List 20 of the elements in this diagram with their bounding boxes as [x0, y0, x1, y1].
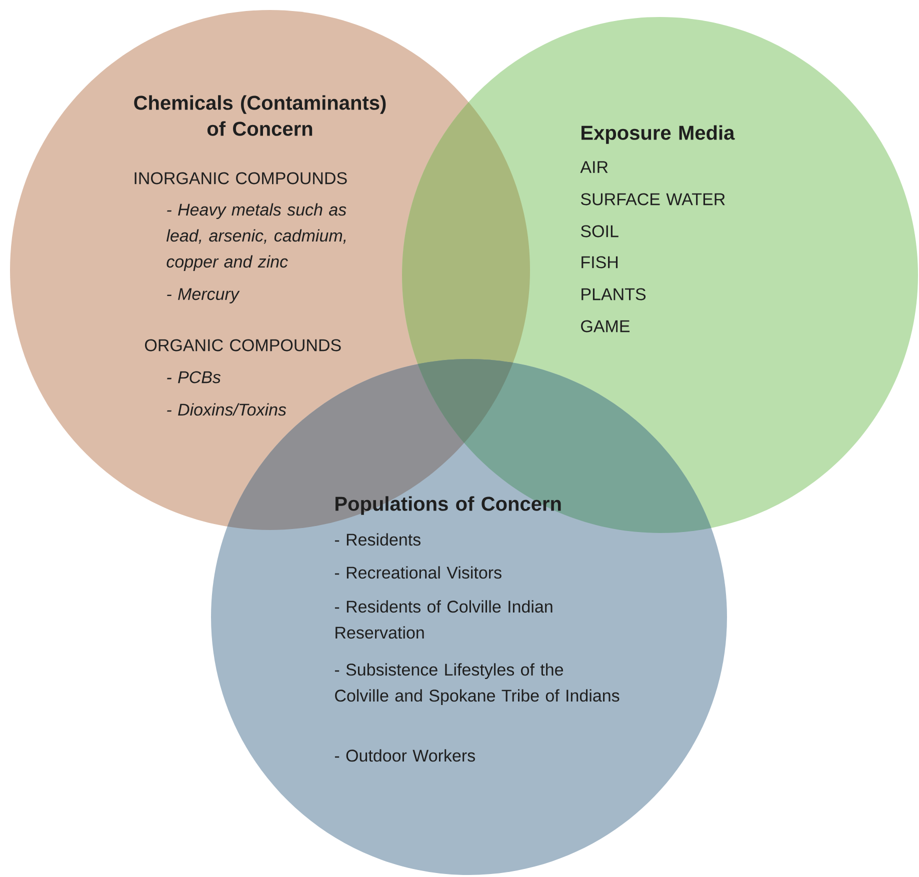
- list-item: SURFACE WATER: [580, 193, 725, 206]
- list-item: - Dioxins/Toxins: [167, 403, 286, 416]
- list-item: AIR: [580, 161, 608, 173]
- list-item: - Mercury: [167, 288, 240, 304]
- list-item: - Recreational Visitors: [334, 566, 502, 579]
- list-item: INORGANIC COMPOUNDS: [134, 172, 347, 184]
- list-item: - Residents: [334, 533, 420, 546]
- list-item: - PCBs: [167, 371, 221, 384]
- list-item: SOIL: [580, 225, 618, 238]
- list-item: - Residents of Colville Indian Reservation: [334, 600, 552, 639]
- list-item: - Outdoor Workers: [334, 749, 475, 762]
- list-item: - Subsistence Lifestyles of the Colville and Spokane Tribe of Indians: [334, 663, 620, 706]
- circle-heading: Chemicals (Contaminants) of Concern: [134, 95, 386, 136]
- list-item: GAME: [581, 320, 630, 332]
- list-item: FISH: [582, 256, 618, 268]
- list-item: ORGANIC COMPOUNDS: [145, 339, 341, 352]
- list-item: - Heavy metals such as lead, arsenic, cadmium, copper and zinc: [166, 203, 346, 272]
- circle-heading: Exposure Media: [582, 125, 735, 144]
- circle-heading: Populations of Concern: [336, 496, 561, 515]
- list-item: PLANTS: [582, 288, 646, 300]
